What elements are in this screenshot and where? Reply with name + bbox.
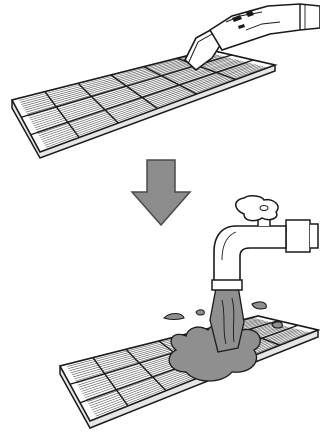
arrow-down-icon (130, 159, 192, 227)
grid-rib (44, 91, 80, 138)
water-stream (209, 285, 245, 353)
grid-rib (77, 82, 119, 124)
grid-rib (125, 348, 167, 392)
grid-rib (143, 66, 198, 95)
water-splash (162, 285, 283, 382)
water-faucet-icon (211, 195, 319, 291)
grid-rib (92, 357, 129, 407)
top-filter-face (10, 49, 278, 153)
vacuum-nozzle-icon (184, 3, 320, 72)
grid-rib (110, 74, 158, 110)
grid-rib (30, 59, 254, 136)
top-filter (10, 49, 278, 159)
